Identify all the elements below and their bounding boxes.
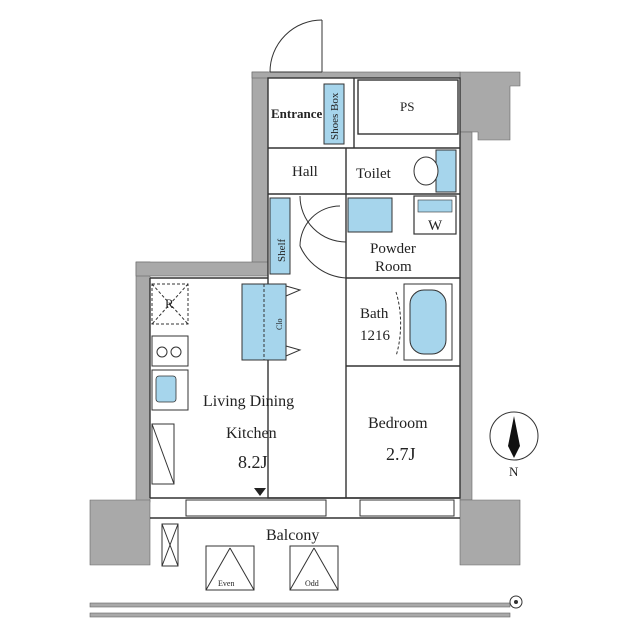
shelf-fixture: [269, 197, 291, 275]
stove-fixture: [151, 335, 189, 367]
window-marker: [254, 488, 266, 496]
ldk-label-line2: Kitchen: [226, 425, 277, 442]
toilet-label: Toilet: [356, 166, 392, 182]
balcony-label: Balcony: [266, 527, 319, 544]
powder-room-label-line2: Room: [375, 259, 412, 275]
hall-doors: [299, 195, 347, 279]
compass-north-label: N: [509, 464, 519, 479]
entrance-label: Entrance: [271, 106, 323, 121]
hall-label: Hall: [292, 164, 318, 180]
balcony-sashes: [185, 499, 455, 517]
shoes-box-fixture: [323, 83, 345, 145]
bedroom-label: Bedroom: [368, 415, 428, 432]
ldk-label-line1: Living Dining: [203, 393, 294, 410]
entrance-door: [269, 19, 323, 73]
powder-room-label-line1: Powder: [370, 241, 416, 257]
bath-label-line1: Bath: [360, 306, 389, 322]
bathtub-fixture: [395, 283, 453, 361]
compass-icon: [489, 411, 539, 461]
closet-fixture: [241, 283, 302, 361]
ps-label: PS: [400, 99, 414, 114]
ldk-size-label: 8.2J: [238, 452, 268, 472]
shelf-label: Shelf: [276, 238, 288, 262]
balcony-hatch-items: [161, 523, 339, 591]
bath-label-line2: 1216: [360, 328, 391, 344]
walls: [89, 71, 521, 618]
counter-fixture: [151, 423, 175, 485]
sink-fixture: [151, 369, 189, 411]
even-label: Even: [218, 579, 234, 588]
toilet-fixture: [413, 149, 457, 193]
refrigerator-label: R: [165, 296, 174, 311]
washer-fixture: [413, 195, 457, 235]
bedroom-size-label: 2.7J: [386, 444, 416, 464]
closet-label: Clo: [275, 318, 284, 330]
shoes-box-label: Shoes Box: [329, 92, 341, 140]
washer-label: W: [428, 218, 443, 234]
drain-icon: [509, 595, 523, 609]
refrigerator-fixture: [151, 283, 189, 325]
vanity-fixture: [347, 197, 393, 233]
odd-label: Odd: [305, 579, 319, 588]
